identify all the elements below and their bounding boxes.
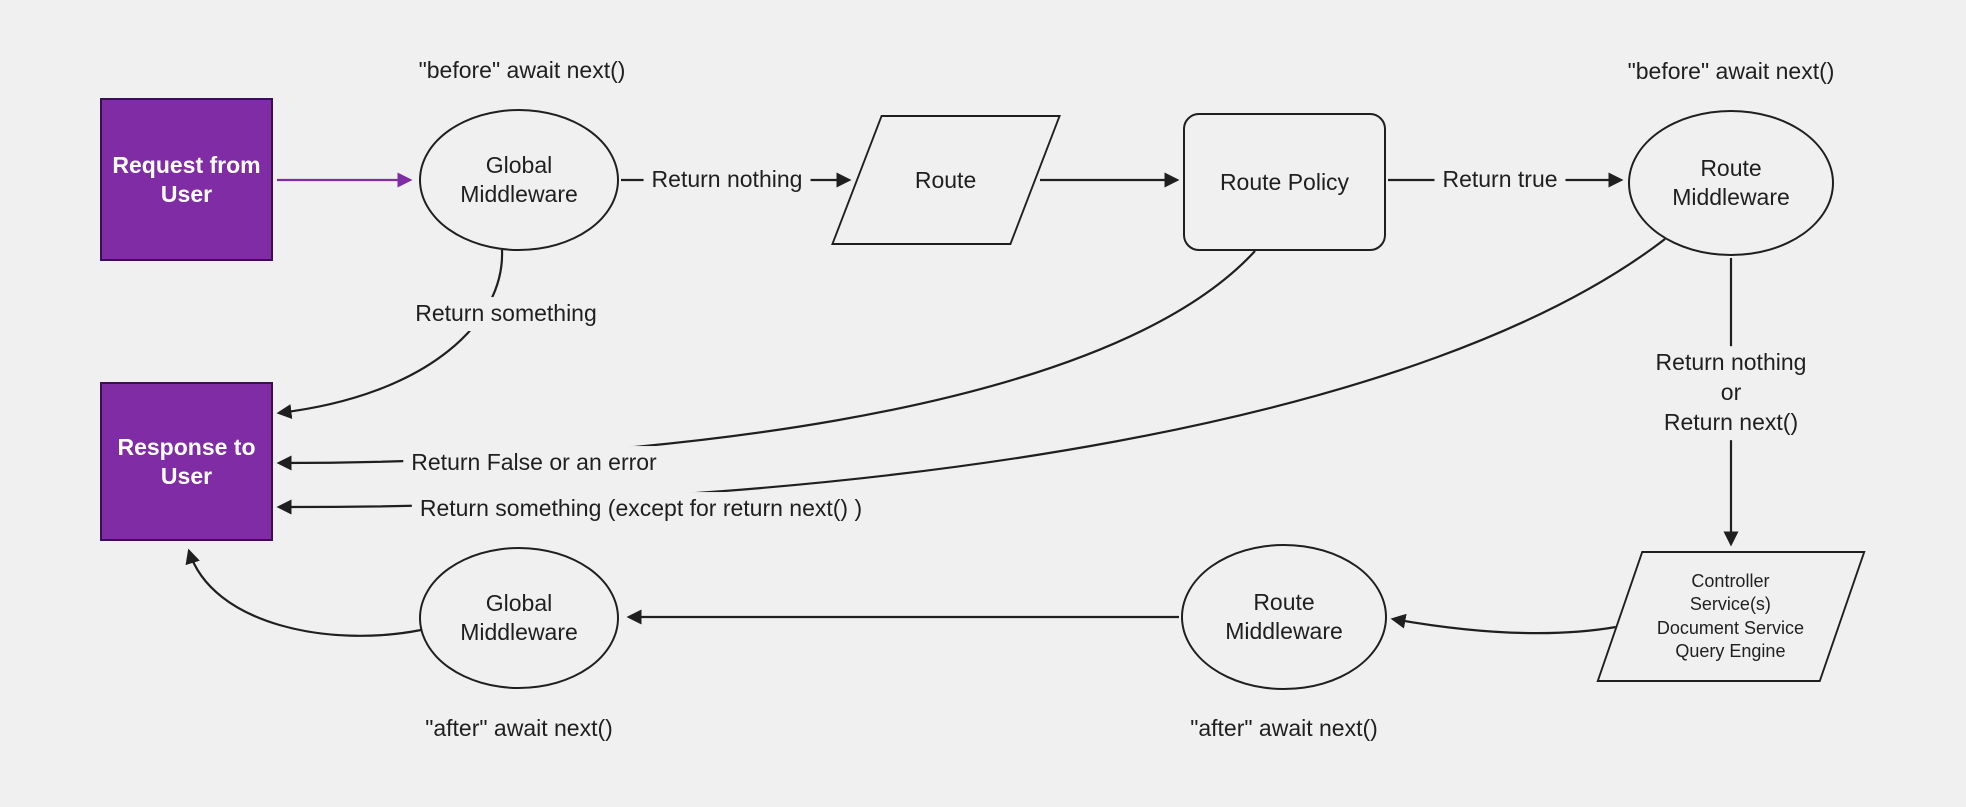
edge-label-before-await-next-route: "before" await next() <box>1619 55 1843 89</box>
request-from-user-node: Request from User <box>100 98 273 261</box>
controller-stack-line-document-service: Document Service <box>1657 617 1805 638</box>
edge-label-before-await-next-global: "before" await next() <box>410 54 634 88</box>
controller-stack-node: Controller Service(s) Document Service Q… <box>1596 551 1866 682</box>
edge-label-return-nothing-or-next-line1: Return nothing <box>1655 349 1807 376</box>
route-label: Route <box>915 166 977 193</box>
edge-label-after-await-next-global: "after" await next() <box>417 712 621 746</box>
response-to-user-node: Response to User <box>100 382 273 541</box>
edge-global-middleware-after-to-response <box>185 548 422 637</box>
edge-label-return-false-or-error: Return False or an error <box>403 446 665 480</box>
route-policy-node: Route Policy <box>1183 113 1386 251</box>
edge-label-after-await-next-route: "after" await next() <box>1182 712 1386 746</box>
route-middleware-bottom-label: Route Middleware <box>1225 589 1343 644</box>
global-middleware-top-node: Global Middleware <box>419 109 619 251</box>
edge-label-return-nothing-or-next: Return nothing or Return next() <box>1647 346 1815 440</box>
controller-stack-label: Controller Service(s) Document Service Q… <box>1657 570 1804 664</box>
edge-label-return-nothing-or-next-line2: or <box>1720 379 1742 406</box>
route-middleware-bottom-node: Route Middleware <box>1181 544 1387 690</box>
edge-label-return-nothing-or-next-line3: Return next() <box>1663 408 1799 435</box>
global-middleware-bottom-node: Global Middleware <box>419 547 619 689</box>
edge-route-policy-to-response <box>276 250 1256 471</box>
response-to-user-label: Response to User <box>117 433 256 489</box>
edge-label-return-something-except: Return something (except for return next… <box>411 492 871 526</box>
controller-stack-line-services: Service(s) <box>1690 594 1772 615</box>
edge-label-return-something: Return something <box>407 297 605 331</box>
edge-controller-to-route-middleware-after <box>1390 613 1617 635</box>
request-from-user-label: Request from User <box>112 151 261 207</box>
controller-stack-line-query-engine: Query Engine <box>1675 640 1787 661</box>
controller-stack-line-controller: Controller <box>1691 570 1771 591</box>
edge-label-return-true: Return true <box>1434 163 1566 197</box>
edge-global-middleware-to-response <box>276 249 504 419</box>
global-middleware-bottom-label: Global Middleware <box>460 590 578 645</box>
edge-label-return-nothing: Return nothing <box>643 163 811 197</box>
global-middleware-top-label: Global Middleware <box>460 152 578 207</box>
route-middleware-top-node: Route Middleware <box>1628 110 1834 256</box>
route-middleware-top-label: Route Middleware <box>1672 155 1790 210</box>
route-policy-label: Route Policy <box>1219 168 1350 195</box>
